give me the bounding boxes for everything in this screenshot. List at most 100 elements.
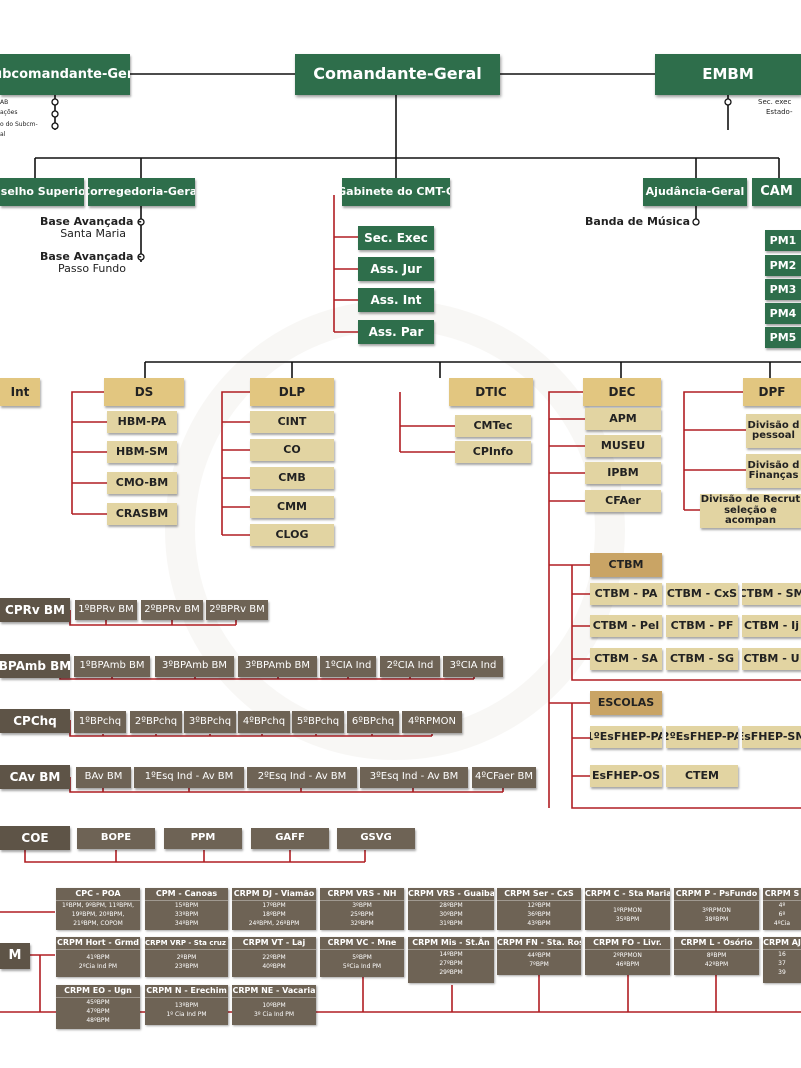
pm5-box[interactable]: PM5 <box>765 327 801 348</box>
escolas-header[interactable]: ESCOLAS <box>590 691 662 715</box>
dlp-item-cint[interactable]: CINT <box>250 411 334 433</box>
cpchq-item-5[interactable]: 5ºBPchq <box>292 711 344 733</box>
crpm-sta-cruz[interactable]: CRPM VRP - Sta cruz ds2ºBPM23ºBPM <box>145 937 228 977</box>
cav-item-3[interactable]: 2ºEsq Ind - Av BM <box>247 767 357 788</box>
ctbm-item-pf[interactable]: CTBM - PF <box>666 615 738 637</box>
cam-box[interactable]: CAM <box>752 178 801 206</box>
cprv-item-2[interactable]: 2ºBPRv BM <box>141 600 203 620</box>
ds-item-hbm-sm[interactable]: HBM-SM <box>107 441 177 463</box>
int-box[interactable]: Int <box>0 378 40 406</box>
dpf-item-recrut[interactable]: Divisão de Recrut seleção e acompan <box>700 494 801 528</box>
ass-int-box[interactable]: Ass. Int <box>358 288 434 312</box>
cpchq-header[interactable]: CPChq <box>0 709 70 733</box>
cpamb-item-3[interactable]: 3ºBPAmb BM <box>238 656 317 677</box>
dec-item-cfaer[interactable]: CFAer <box>585 490 661 512</box>
cav-item-4[interactable]: 3ºEsq Ind - Av BM <box>360 767 468 788</box>
sec-exec-box[interactable]: Sec. Exec <box>358 226 434 250</box>
dec-item-museu[interactable]: MUSEU <box>585 435 661 457</box>
cpamb-header[interactable]: BPAmb BM <box>0 654 70 678</box>
cav-item-5[interactable]: 4ºCFaer BM <box>472 767 536 788</box>
cpchq-item-6[interactable]: 6ºBPchq <box>347 711 399 733</box>
dpf-item-financas[interactable]: Divisão d Finanças <box>746 454 801 488</box>
dtic-item-cpinfo[interactable]: CPInfo <box>455 441 531 463</box>
cav-item-2[interactable]: 1ºEsq Ind - Av BM <box>134 767 244 788</box>
escolas-item-esfhep-os[interactable]: EsFHEP-OS <box>590 765 662 787</box>
cprv-item-1[interactable]: 1ºBPRv BM <box>75 600 137 620</box>
ctbm-item-sm[interactable]: CTBM - SM <box>742 583 801 605</box>
dtic-item-cmtec[interactable]: CMTec <box>455 415 531 437</box>
coe-item-bope[interactable]: BOPE <box>77 828 155 849</box>
cpamb-item-6[interactable]: 3ºCIA Ind <box>443 656 503 677</box>
cprv-header[interactable]: CPRv BM <box>0 598 70 622</box>
cpchq-item-3[interactable]: 3ºBPchq <box>184 711 236 733</box>
dlp-item-co[interactable]: CO <box>250 439 334 461</box>
coe-header[interactable]: COE <box>0 826 70 850</box>
dlp-item-clog[interactable]: CLOG <box>250 524 334 546</box>
ctbm-item-u[interactable]: CTBM - U <box>742 648 801 670</box>
coe-item-ppm[interactable]: PPM <box>164 828 242 849</box>
ajudancia-box[interactable]: Ajudância-Geral <box>643 178 747 206</box>
dpf-box[interactable]: DPF <box>743 378 801 406</box>
ds-box[interactable]: DS <box>104 378 184 406</box>
cpamb-item-2[interactable]: 3ºBPAmb BM <box>155 656 234 677</box>
cpamb-item-4[interactable]: 1ºCIA Ind <box>320 656 376 677</box>
ctbm-item-pa[interactable]: CTBM - PA <box>590 583 662 605</box>
coe-item-gaff[interactable]: GAFF <box>251 828 329 849</box>
dec-box[interactable]: DEC <box>583 378 661 406</box>
dtic-box[interactable]: DTIC <box>449 378 533 406</box>
ds-item-hbm-pa[interactable]: HBM-PA <box>107 411 177 433</box>
pm4-box[interactable]: PM4 <box>765 303 801 324</box>
dlp-item-cmb[interactable]: CMB <box>250 467 334 489</box>
gabinete-box[interactable]: Gabinete do CMT-G <box>342 178 450 206</box>
dec-item-apm[interactable]: APM <box>585 408 661 430</box>
escolas-item-2esfhep[interactable]: 2ºEsFHEP-PA <box>666 726 738 748</box>
pm3-box[interactable]: PM3 <box>765 279 801 300</box>
cpchq-item-2[interactable]: 2ºBPchq <box>130 711 182 733</box>
embm-box[interactable]: EMBM <box>655 54 801 95</box>
subcomandante-box[interactable]: Subcomandante-Geral <box>0 54 130 95</box>
dpf-item-pessoal[interactable]: Divisão d pessoal <box>746 414 801 448</box>
cav-header[interactable]: CAv BM <box>0 765 70 789</box>
escolas-item-1esfhep[interactable]: 1ºEsFHEP-PA <box>590 726 662 748</box>
pm2-box[interactable]: PM2 <box>765 255 801 276</box>
ctbm-item-cxs[interactable]: CTBM - CxS <box>666 583 738 605</box>
corregedoria-box[interactable]: Corregedoria-Geral <box>88 178 195 206</box>
ass-jur-box[interactable]: Ass. Jur <box>358 257 434 281</box>
m-header[interactable]: M <box>0 943 30 969</box>
conselho-box[interactable]: nselho Superior <box>0 178 84 206</box>
cav-item-1[interactable]: BAv BM <box>76 767 131 788</box>
cpchq-item-7[interactable]: 4ºRPMON <box>402 711 462 733</box>
ctbm-header[interactable]: CTBM <box>590 553 662 577</box>
ctbm-item-sg[interactable]: CTBM - SG <box>666 648 738 670</box>
ctbm-item-sa[interactable]: CTBM - SA <box>590 648 662 670</box>
ass-par-box[interactable]: Ass. Par <box>358 320 434 344</box>
cpchq-item-4[interactable]: 4ºBPchq <box>238 711 290 733</box>
ds-item-cmo-bm[interactable]: CMO-BM <box>107 472 177 494</box>
escolas-item-esfhep-sm[interactable]: EsFHEP-SM <box>742 726 801 748</box>
dec-item-ipbm[interactable]: IPBM <box>585 462 661 484</box>
comandante-box[interactable]: Comandante-Geral <box>295 54 500 95</box>
pm1-box[interactable]: PM1 <box>765 230 801 251</box>
ctbm-item-ij[interactable]: CTBM - Ij <box>742 615 801 637</box>
coe-item-gsvg[interactable]: GSVG <box>337 828 415 849</box>
ctbm-item-pel[interactable]: CTBM - Pel <box>590 615 662 637</box>
